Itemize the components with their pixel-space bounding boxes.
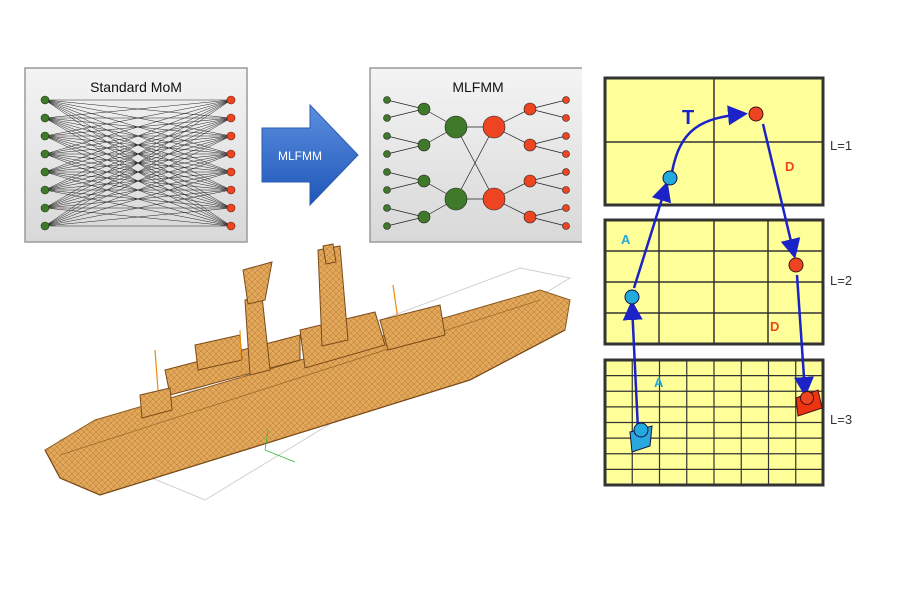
mlfmm-target-leaf	[562, 114, 570, 122]
mlfmm-target-leaf	[562, 222, 570, 230]
mlfmm-source-leaf	[383, 132, 391, 140]
mlfmm-link	[455, 126, 495, 200]
mlfmm-target-leaf	[562, 204, 570, 212]
grid-level-1: L=1	[603, 76, 852, 207]
mlfmm-tree-nodes	[383, 96, 570, 230]
mlfmm-title: MLFMM	[452, 79, 503, 95]
mlfmm-link	[386, 207, 425, 218]
mom-source-node	[40, 113, 50, 123]
mlfmm-link	[386, 144, 425, 155]
mlfmm-link	[386, 135, 425, 146]
aggregation-node-l1	[662, 170, 678, 186]
mlfmm-source-leaf	[383, 150, 391, 158]
mom-link	[44, 99, 232, 191]
mom-link	[44, 153, 232, 227]
mom-link	[44, 189, 232, 227]
level-label-1: L=1	[830, 138, 852, 153]
mlfmm-source-leaf	[383, 186, 391, 194]
mlfmm-target-cluster	[482, 187, 506, 211]
mlfmm-source-leaf	[383, 204, 391, 212]
mlfmm-source-group	[417, 210, 431, 224]
mlfmm-source-cluster	[444, 115, 468, 139]
level-label-2: L=2	[830, 273, 852, 288]
aggregation-letter-l2: A	[621, 232, 631, 247]
standard-mom-panel: Standard MoM	[24, 67, 248, 243]
mom-link	[44, 207, 232, 227]
ship-mesh-model	[44, 243, 572, 501]
mlfmm-link	[386, 180, 425, 191]
mom-target-node	[226, 167, 236, 177]
mlfmm-target-leaf	[562, 168, 570, 176]
mom-target-node	[226, 203, 236, 213]
mlfmm-target-leaf	[562, 186, 570, 194]
arrow-label: MLFMM	[278, 149, 322, 163]
mom-source-node	[40, 149, 50, 159]
mom-link	[44, 135, 232, 227]
mom-source-node	[40, 203, 50, 213]
disaggregation-node-l1	[748, 106, 764, 122]
mom-link	[44, 99, 232, 227]
mom-source-node	[40, 185, 50, 195]
mom-target-node	[226, 131, 236, 141]
mlfmm-source-leaf	[383, 96, 391, 104]
path-nodes	[624, 106, 823, 453]
mlfmm-target-leaf	[562, 96, 570, 104]
mlfmm-source-group	[417, 102, 431, 116]
mlfmm-target-leaf	[562, 150, 570, 158]
mlfmm-source-leaf	[383, 222, 391, 230]
mlfmm-source-leaf	[383, 114, 391, 122]
mom-nodes	[40, 95, 236, 231]
mlfmm-link	[386, 216, 425, 227]
grid-level-3: L=3	[603, 358, 852, 487]
mlfmm-link	[386, 108, 425, 119]
mlfmm-target-group	[523, 174, 537, 188]
mom-target-node	[226, 185, 236, 195]
mlfmm-link	[386, 99, 425, 110]
mom-target-node	[226, 149, 236, 159]
mom-source-node	[40, 95, 50, 105]
aggregation-node-l2	[624, 289, 640, 305]
mom-link	[44, 99, 232, 119]
aggregation-letter-l3: A	[654, 375, 664, 390]
mom-source-node	[40, 167, 50, 177]
mlfmm-target-leaf	[562, 132, 570, 140]
mom-target-node	[226, 95, 236, 105]
grid-level-2: L=2	[603, 218, 852, 346]
mom-link	[44, 171, 232, 227]
mom-target-node	[226, 221, 236, 231]
mlfmm-target-group	[523, 102, 537, 116]
translation-letter: T	[682, 107, 694, 129]
mlfmm-panel: MLFMM	[369, 67, 593, 243]
mom-target-node	[226, 113, 236, 123]
disaggregation-node-l2	[788, 257, 804, 273]
mom-source-node	[40, 131, 50, 141]
mlfmm-link	[386, 171, 425, 182]
mom-connection-lines	[44, 99, 232, 227]
mom-link	[44, 117, 232, 227]
source-node-l3	[633, 422, 649, 438]
mlfmm-source-leaf	[383, 168, 391, 176]
mlfmm-source-group	[417, 174, 431, 188]
target-node-l3	[800, 391, 814, 405]
mom-link	[44, 99, 232, 173]
translation-path	[622, 105, 814, 431]
mlfmm-target-group	[523, 210, 537, 224]
mom-link	[44, 99, 232, 137]
disaggregation-letter-l2: D	[770, 319, 779, 334]
right-arrow-icon: MLFMM	[261, 103, 359, 207]
mlfmm-source-cluster	[444, 187, 468, 211]
mom-link	[44, 99, 232, 155]
disaggregation-letter-l1: D	[785, 159, 794, 174]
mom-link	[44, 99, 232, 209]
mlfmm-target-group	[523, 138, 537, 152]
mlfmm-target-cluster	[482, 115, 506, 139]
mlfmm-source-group	[417, 138, 431, 152]
mom-title: Standard MoM	[90, 79, 182, 95]
level-label-3: L=3	[830, 412, 852, 427]
mom-source-node	[40, 221, 50, 231]
